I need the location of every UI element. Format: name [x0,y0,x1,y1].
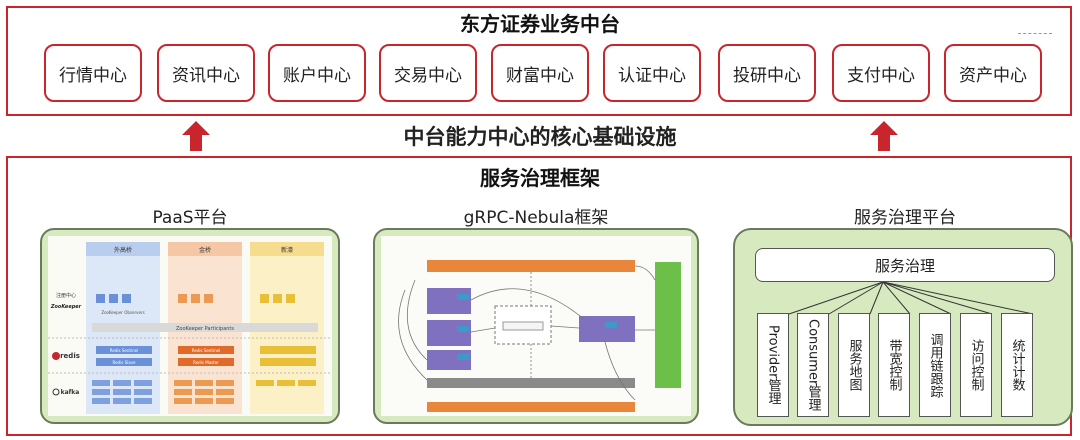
paas-column-label: 金桥 [199,246,211,254]
governance-item[interactable]: Provider管理 [757,313,789,417]
governance-item[interactable]: 调用链跟踪 [919,313,951,417]
paas-column-label: 新濠 [281,246,293,254]
up-arrow-icon [870,121,898,151]
grpc-diagram [381,236,691,416]
registry-bar [427,260,635,272]
consumer-box [427,288,471,314]
grpc-label: gRPC-Nebula框架 [463,208,609,228]
paas-column-label: 外高桥 [114,246,132,254]
redis-sentinel-text: Redis Sentinel [192,348,220,353]
governance-item[interactable]: 访问控制 [960,313,992,417]
paas-row-label: 注册中心 [56,292,76,299]
zk-participants-text: ZooKeeper Participants [176,326,234,332]
service-governance-framework-title: 服务治理框架 [480,166,600,190]
paas-row-label: kafka [61,389,80,396]
redis-logo-icon [52,352,60,360]
center-button[interactable]: 账户中心 [268,44,366,102]
kafka-bar [427,402,635,412]
middle-caption: 中台能力中心的核心基础设施 [403,125,677,149]
governance-item[interactable]: 服务地图 [838,313,870,417]
center-button[interactable]: 资讯中心 [157,44,255,102]
center-button[interactable]: 行情中心 [44,44,142,102]
governance-item[interactable]: 带宽控制 [878,313,910,417]
business-platform-title: 东方证券业务中台 [460,12,620,36]
zk-observers-text: ZooKeeper Observers [101,310,144,315]
governance-label: 服务治理平台 [854,208,956,228]
up-arrow-icon [182,121,210,151]
center-button[interactable]: 财富中心 [491,44,589,102]
redis-master-text: Redis Master [193,360,219,365]
redis-slave-text: Redis Slave [113,360,137,365]
kafka-logo-icon [52,388,60,396]
paas-panel: 外高桥 金桥 新濠 注册中心 ZooKeeper redis kafka Zoo… [40,228,340,424]
governance-connectors [788,281,1034,315]
decorative-dash [1018,33,1052,34]
center-button[interactable]: 资产中心 [944,44,1042,102]
governance-header: 服务治理 [755,248,1055,282]
center-button[interactable]: 交易中心 [379,44,477,102]
zookeeper-logo: ZooKeeper [50,304,82,310]
consumer-box [427,320,471,346]
paas-diagram: 外高桥 金桥 新濠 注册中心 ZooKeeper redis kafka Zoo… [48,236,332,416]
governance-item[interactable]: Consumer管理 [797,313,829,417]
center-button[interactable]: 支付中心 [832,44,930,102]
business-platform-box [6,6,1072,116]
center-button[interactable]: 投研中心 [718,44,816,102]
center-button[interactable]: 认证中心 [603,44,701,102]
paas-label: PaaS平台 [152,208,228,228]
paas-row-label: redis [60,352,80,360]
governance-item[interactable]: 统计计数 [1001,313,1033,417]
provider-box [579,316,635,342]
monitor-bar [655,262,681,388]
redis-sentinel-text: Redis Sentinel [110,348,138,353]
transport-bar [427,378,635,388]
grpc-panel [373,228,699,424]
